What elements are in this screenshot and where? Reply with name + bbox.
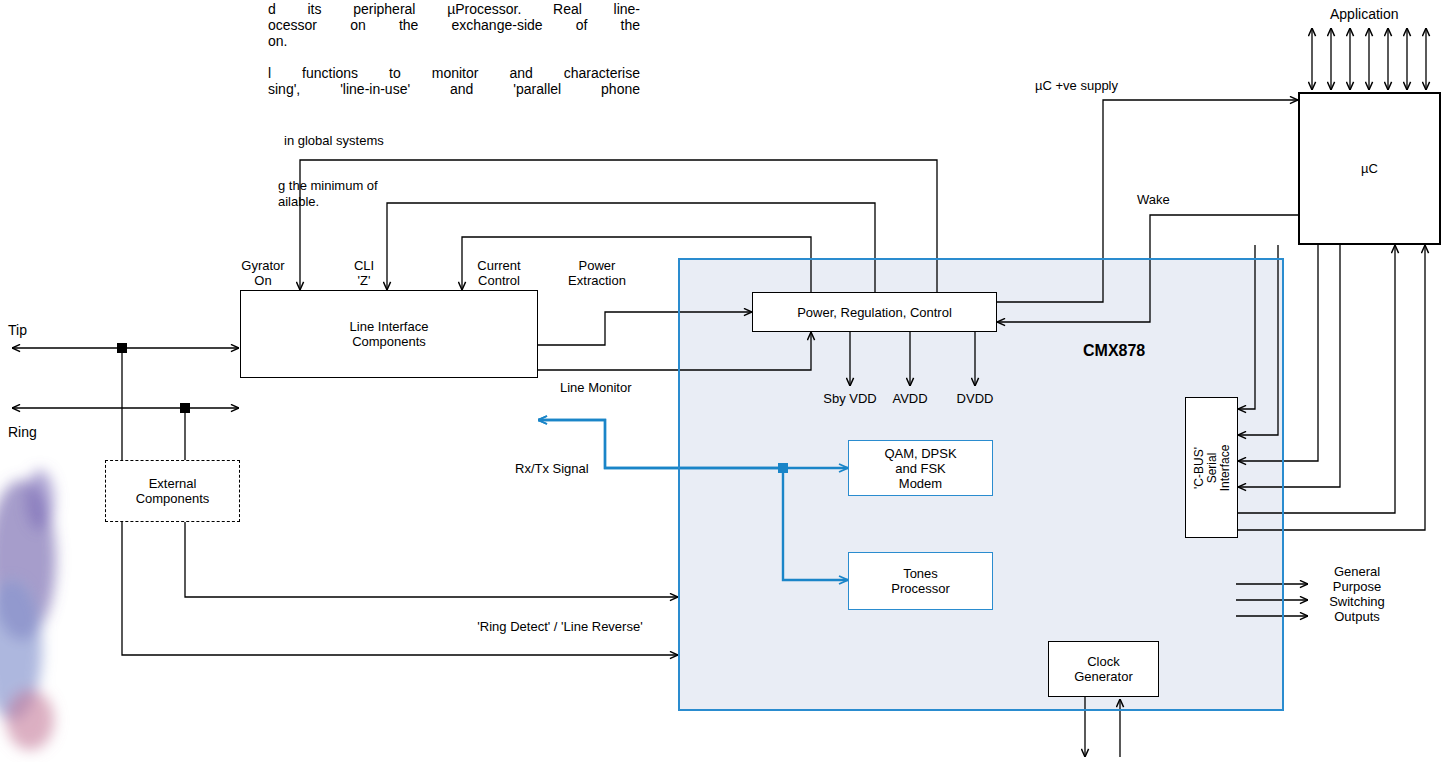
box-label: µC	[1361, 161, 1378, 176]
signal-label: µC +ve supply	[1035, 78, 1118, 93]
wire-connector	[997, 215, 1298, 322]
microcontroller-box: µC	[1298, 92, 1441, 245]
junction-dot	[117, 343, 127, 353]
wire-connector	[538, 312, 752, 345]
wire-connector	[1238, 245, 1340, 487]
wire-connector	[387, 203, 875, 292]
chip-outline: CMX878 Power, Regulation, ControlQAM, DPS…	[678, 258, 1284, 711]
wire-connector	[1238, 245, 1395, 513]
supply-output-arrow	[974, 332, 975, 386]
signal-connector	[538, 420, 848, 468]
external-components-box: External Components	[105, 460, 240, 522]
clock-out-arrow	[1084, 697, 1085, 757]
application-arrow	[1368, 28, 1369, 90]
blob-part	[26, 470, 54, 530]
box-label: Clock Generator	[1068, 654, 1140, 684]
wire-connector	[462, 237, 811, 292]
switch-output-arrow	[1236, 583, 1308, 584]
switch-output-arrow	[1236, 615, 1308, 616]
body-text: ocessor on the exchange-side of the	[268, 17, 640, 33]
signal-label: Wake	[1137, 192, 1170, 207]
supply-output-arrow	[849, 332, 850, 386]
body-text: l functions to monitor and characterise	[268, 65, 640, 81]
process-box: Clock Generator	[1048, 641, 1159, 697]
wire-connector	[997, 100, 1298, 302]
junction-dot	[180, 403, 190, 413]
box-label: QAM, DPSK and FSK Modem	[881, 446, 961, 491]
signal-connector	[538, 420, 848, 580]
body-text: d its peripheral µProcessor. Real line-	[268, 1, 640, 17]
wire-connector	[1238, 245, 1318, 461]
wire-connector	[300, 160, 937, 292]
wire-connector	[1238, 245, 1255, 409]
application-arrow	[1349, 28, 1350, 90]
junction-dot	[778, 463, 788, 473]
process-box: Tones Processor	[848, 552, 993, 610]
watercolour-blob	[0, 470, 56, 750]
wire-connector	[185, 522, 678, 597]
ring-tap-wire	[184, 408, 185, 460]
application-arrow	[1387, 28, 1388, 90]
box-label: Line Interface Components	[334, 319, 444, 349]
signal-label: Gyrator On	[232, 258, 294, 288]
line-interface-box: Line Interface Components	[240, 290, 538, 378]
application-arrow	[1425, 28, 1426, 90]
supply-name: DVDD	[950, 391, 1000, 406]
application-arrow	[1330, 28, 1331, 90]
supply-output-arrow	[909, 332, 910, 386]
signal-label: Power Extraction	[556, 258, 638, 288]
wire-connector	[122, 522, 678, 655]
application-label: Application	[1330, 6, 1399, 22]
blob-part	[6, 690, 54, 750]
body-text: ailable.	[278, 194, 319, 209]
signal-label: Current Control	[468, 258, 530, 288]
signal-name: Tip	[8, 322, 27, 338]
output-label: General Purpose Switching Outputs	[1314, 564, 1400, 624]
wire-connector	[1238, 245, 1425, 530]
interface-box: 'C-BUS' Serial Interface	[1185, 397, 1238, 538]
body-text: on.	[268, 33, 287, 49]
wire-connector	[1238, 245, 1278, 435]
signal-name: Ring	[8, 424, 37, 440]
signal-label: CLI 'Z'	[346, 258, 382, 288]
signal-label: Rx/Tx Signal	[515, 461, 589, 476]
body-text: sing', 'line-in-use' and 'parallel phone	[268, 81, 640, 97]
supply-name: AVDD	[885, 391, 935, 406]
process-box: QAM, DPSK and FSK Modem	[848, 440, 993, 496]
box-label: 'C-BUS' Serial Interface	[1192, 432, 1231, 504]
process-box: Power, Regulation, Control	[752, 292, 997, 332]
ring-wire	[12, 407, 239, 408]
signal-label: Line Monitor	[560, 380, 632, 395]
tip-tap-wire	[121, 348, 122, 460]
wire-connector	[538, 332, 811, 370]
clock-in-arrow	[1119, 699, 1120, 757]
chip-fill	[678, 258, 1284, 711]
connector-layer	[122, 100, 1425, 655]
body-text: in global systems	[284, 133, 384, 148]
switch-output-arrow	[1236, 599, 1308, 600]
box-label: Tones Processor	[885, 566, 957, 596]
body-text: g the minimum of	[278, 178, 378, 193]
supply-name: Sby VDD	[815, 391, 885, 406]
box-label: External Components	[133, 476, 213, 506]
chip-name: CMX878	[1083, 342, 1145, 360]
box-label: Power, Regulation, Control	[797, 305, 952, 320]
signal-label: 'Ring Detect' / 'Line Reverse'	[430, 619, 690, 634]
application-arrow	[1406, 28, 1407, 90]
application-arrow	[1311, 28, 1312, 90]
